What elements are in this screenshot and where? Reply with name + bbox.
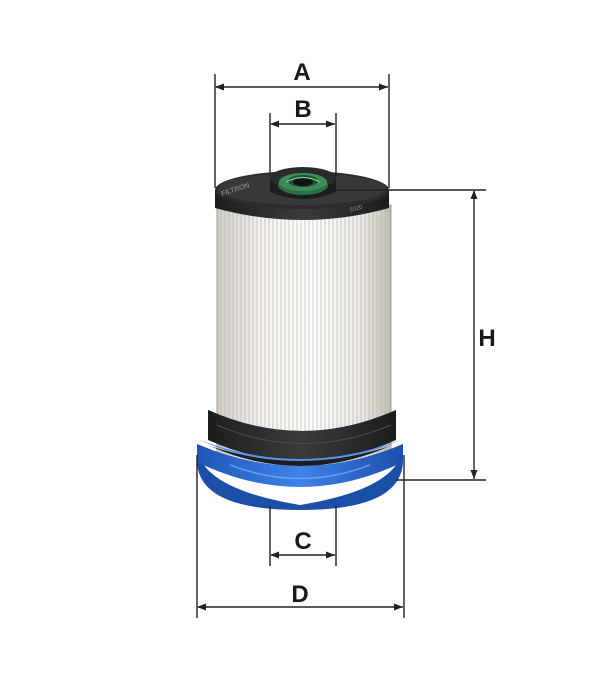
grommet-seal xyxy=(270,167,336,199)
dimension-c: C xyxy=(269,506,337,566)
dimension-d: D xyxy=(196,455,405,618)
label-c: C xyxy=(294,528,311,555)
fuel-filter-illustration: FILTRON 2020 xyxy=(197,167,403,510)
dimension-h: H xyxy=(330,189,496,481)
dimension-a: A xyxy=(214,59,390,188)
label-a: A xyxy=(293,59,310,86)
label-b: B xyxy=(294,96,311,123)
dimension-b: B xyxy=(269,96,337,176)
top-end-cap: FILTRON 2020 xyxy=(215,171,389,220)
bottom-end-cap xyxy=(208,410,396,461)
label-h: H xyxy=(478,325,495,352)
dimension-lines: A B H C D xyxy=(196,59,496,618)
blue-seal-ring xyxy=(197,440,403,510)
svg-text:2020: 2020 xyxy=(349,205,364,214)
label-d: D xyxy=(291,581,308,608)
